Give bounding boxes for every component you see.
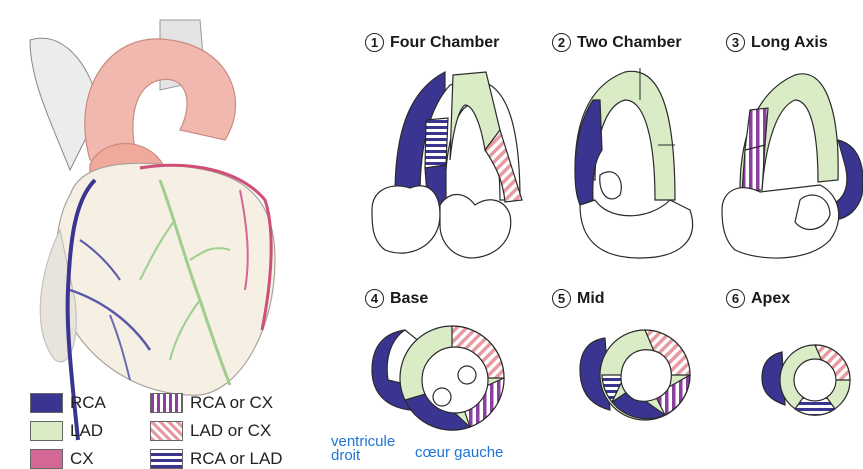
view-number-badge: 2	[552, 33, 571, 52]
legend-label-rca-or-lad: RCA or LAD	[190, 449, 283, 469]
view-label-long-axis: 3 Long Axis	[726, 33, 828, 52]
view-apex	[762, 345, 850, 415]
view-label-four-chamber: 1 Four Chamber	[365, 33, 499, 52]
legend-label-rca-or-cx: RCA or CX	[190, 393, 273, 413]
view-number-badge: 6	[726, 289, 745, 308]
annotation-left-heart: cœur gauche	[415, 446, 503, 460]
view-base	[372, 326, 504, 430]
view-title: Apex	[751, 290, 790, 308]
view-label-two-chamber: 2 Two Chamber	[552, 33, 682, 52]
legend-label-lad-or-cx: LAD or CX	[190, 421, 271, 441]
view-number-badge: 5	[552, 289, 571, 308]
view-number-badge: 4	[365, 289, 384, 308]
view-mid	[580, 330, 690, 420]
legend-swatch-rca-or-cx	[150, 393, 183, 413]
legend-label-rca: RCA	[70, 393, 106, 413]
view-title: Two Chamber	[577, 34, 682, 52]
view-title: Four Chamber	[390, 34, 499, 52]
view-title: Long Axis	[751, 34, 828, 52]
view-two-chamber	[575, 68, 693, 258]
legend-swatch-rca	[30, 393, 63, 413]
legend-swatch-rca-or-lad	[150, 449, 183, 469]
legend-swatch-cx	[30, 449, 63, 469]
legend-label-cx: CX	[70, 449, 94, 469]
view-label-apex: 6 Apex	[726, 289, 790, 308]
view-label-mid: 5 Mid	[552, 289, 605, 308]
view-number-badge: 3	[726, 33, 745, 52]
view-number-badge: 1	[365, 33, 384, 52]
view-long-axis	[722, 74, 863, 258]
view-title: Base	[390, 290, 428, 308]
heart-illustration	[30, 20, 275, 440]
legend-swatch-lad-or-cx	[150, 421, 183, 441]
annotation-right-ventricle: ventricule droit	[331, 435, 411, 463]
view-title: Mid	[577, 290, 605, 308]
view-four-chamber	[372, 72, 522, 258]
view-label-base: 4 Base	[365, 289, 428, 308]
legend-swatch-lad	[30, 421, 63, 441]
legend-label-lad: LAD	[70, 421, 103, 441]
